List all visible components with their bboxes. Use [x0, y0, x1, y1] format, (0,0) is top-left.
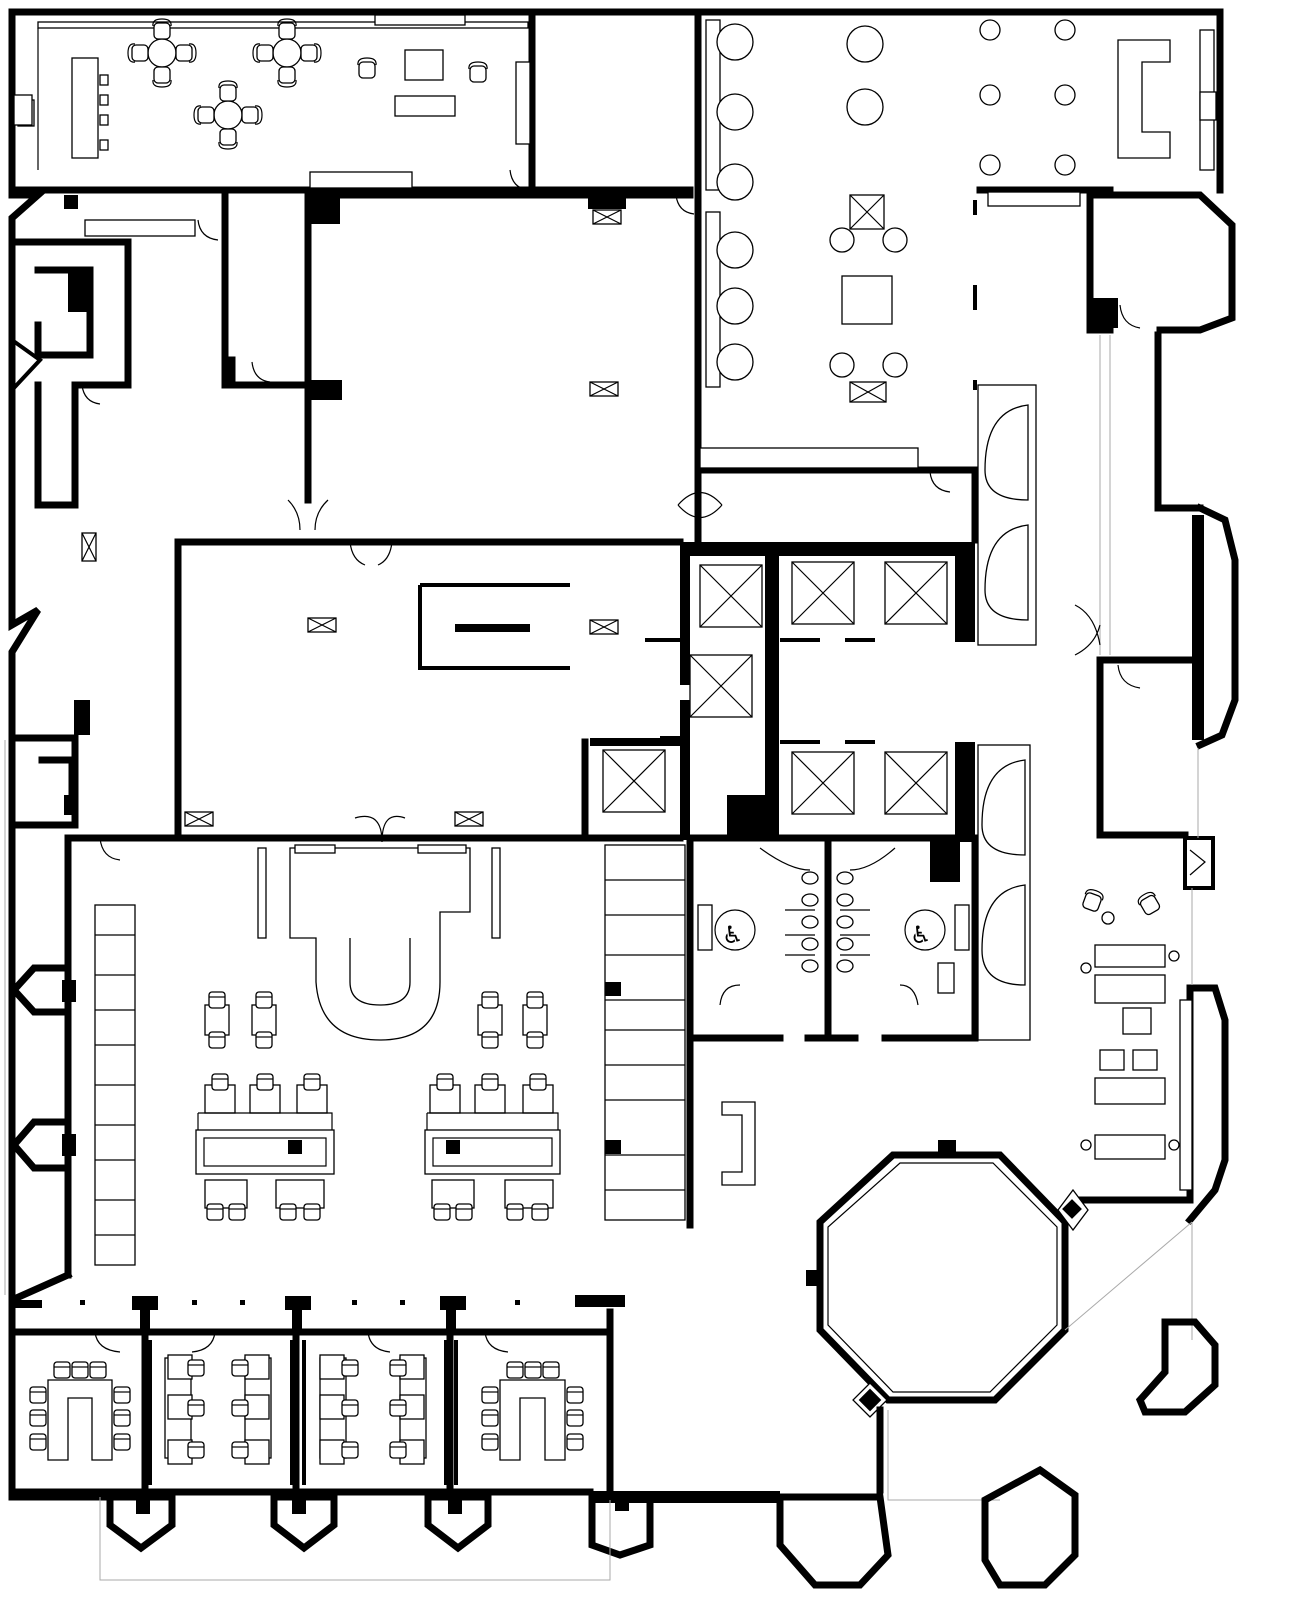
site-outline: [4, 740, 1199, 1295]
door-swing-icon: [81, 169, 1141, 861]
left-bay-windows: [9, 964, 76, 1172]
booth-seating: [930, 384, 1037, 1041]
top-right-lounge: [677, 19, 1215, 544]
elevator-bank: [590, 542, 975, 842]
conference-rooms: [8, 1295, 780, 1503]
left-service-rooms: [8, 195, 132, 829]
restrooms: ♿ ♿: [697, 841, 970, 1039]
bottom-bay-windows: [99, 1493, 654, 1581]
wheelchair-icon: ♿: [910, 921, 932, 949]
reception-counter: [721, 1101, 756, 1186]
central-hall: [81, 195, 626, 827]
wheelchair-icon: ♿: [722, 921, 744, 949]
bottom-right-bays: [776, 1318, 1219, 1589]
right-wing: [1076, 191, 1239, 1225]
octagon-rotunda: [806, 1140, 1193, 1501]
right-lounge: [1080, 886, 1180, 1160]
exterior-walls: [8, 8, 1224, 1501]
sinks: [13, 91, 1217, 126]
banquet-table-right: [424, 1073, 561, 1221]
dining-area: [94, 815, 561, 1266]
elevator-icon: [699, 564, 763, 628]
banquet-table-left: [195, 1073, 335, 1221]
staircase: [604, 844, 686, 1221]
top-left-lounge: [17, 14, 531, 400]
